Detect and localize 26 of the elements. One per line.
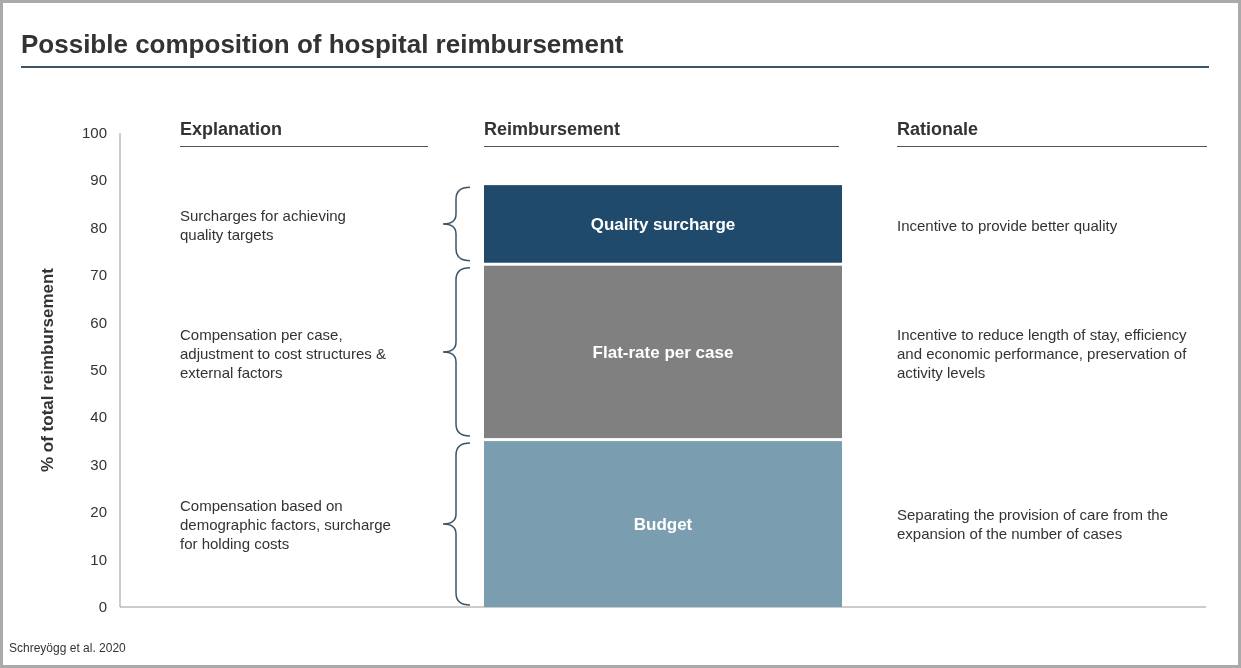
note-text: Surcharges for achieving quality targets (180, 206, 347, 245)
segment-label: Flat-rate per case (592, 342, 734, 362)
column-header: Rationale (897, 119, 1207, 147)
column-header: Explanation (180, 119, 428, 147)
tick-label: 10 (90, 550, 107, 568)
tick-label: 90 (90, 171, 107, 189)
tick-label: 50 (90, 361, 107, 378)
note-text: Compensation per case, adjustment to cost structures & external factors (180, 324, 387, 382)
segment-label: Quality surcharge (590, 214, 736, 234)
tick-label: 70 (90, 266, 107, 284)
note-text: Incentive to reduce length of stay, efficiency and economic performance, preservation of activity levels (897, 324, 1188, 382)
title: Possible composition of hospital reimbursement (21, 29, 624, 60)
note-text: Compensation based on demographic factors, surcharge for holding costs (180, 495, 392, 553)
tick-label: 60 (90, 313, 107, 331)
source-note: Schreyögg et al. 2020 (9, 641, 126, 655)
tick-label: 100 (81, 124, 107, 141)
tick-label: 80 (90, 218, 107, 236)
tick-label: 0 (98, 598, 107, 615)
tick-label: 30 (90, 455, 107, 473)
axis-title: % of total reimbursement (38, 268, 57, 472)
note-text: Incentive to provide better quality (897, 215, 1119, 235)
segment-label: Budget (633, 515, 693, 535)
tick-label: 20 (90, 503, 107, 521)
note-text: Separating the provision of care from the expansion of the number of cases (897, 505, 1169, 544)
column-header: Reimbursement (484, 119, 839, 147)
tick-label: 40 (90, 408, 107, 426)
